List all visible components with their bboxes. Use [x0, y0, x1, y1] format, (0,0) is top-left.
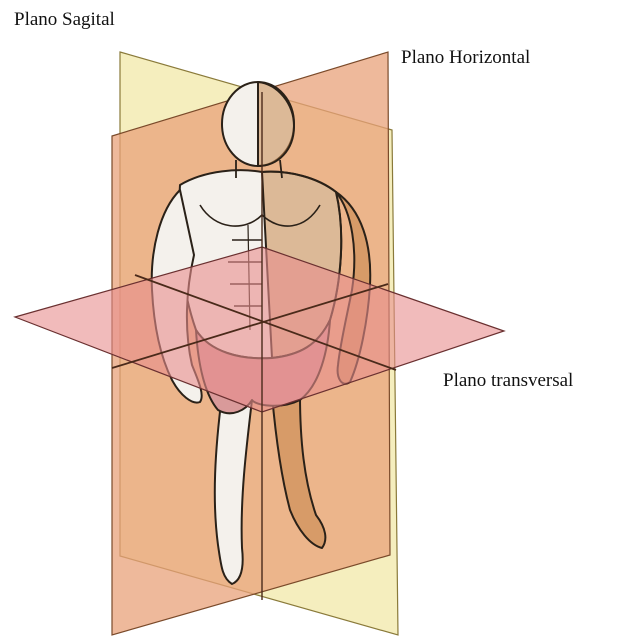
horizontal-plane-label: Plano Horizontal [401, 48, 530, 67]
transverse-plane-label: Plano transversal [443, 371, 573, 390]
sagittal-plane-label: Plano Sagital [14, 10, 115, 29]
transverse-plane [15, 247, 504, 412]
